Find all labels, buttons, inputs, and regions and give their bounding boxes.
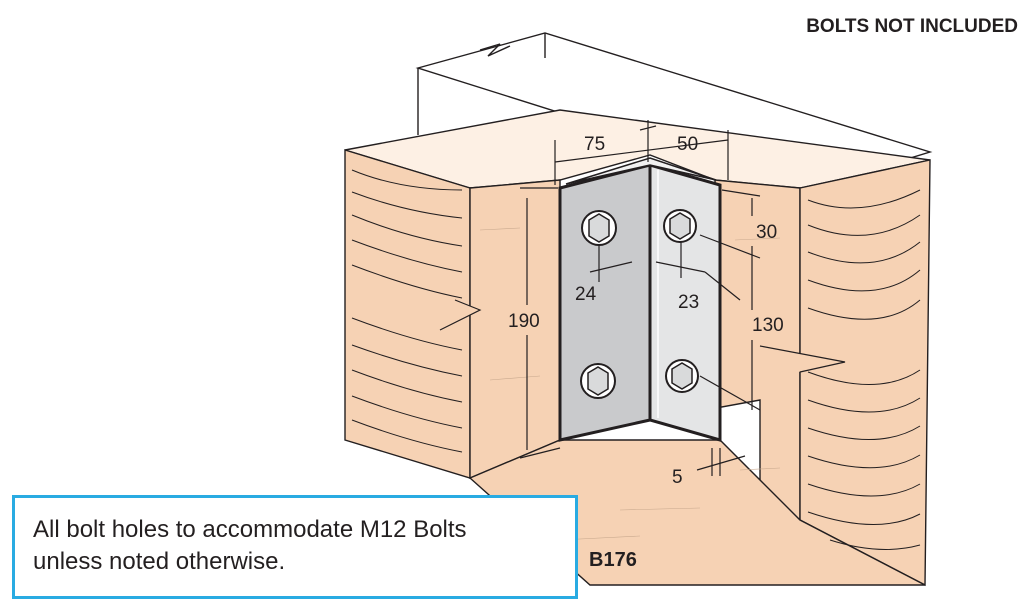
- product-code: B176: [589, 549, 637, 571]
- bolt-head-bottom-left: [580, 363, 616, 399]
- left-grain: [351, 169, 463, 453]
- dim-edge-distance-left: 24: [575, 284, 597, 305]
- timber-right-face: [799, 159, 931, 587]
- bracket-left-leg: [558, 163, 652, 442]
- dim-edge-distance-right: 23: [678, 292, 699, 313]
- dim-top-offset: 30: [756, 222, 777, 243]
- bolt-head-bottom-right: [665, 359, 699, 393]
- note-box: All bolt holes to accommodate M12 Bolts …: [12, 495, 578, 599]
- dimension-lines: [519, 120, 761, 476]
- dim-thickness: 5: [672, 467, 683, 488]
- bolt-head-top-right: [663, 209, 697, 243]
- note-line-2: unless noted otherwise.: [33, 548, 286, 575]
- bolts-notice: BOLTS NOT INCLUDED: [806, 16, 1018, 37]
- right-grain: [807, 189, 921, 550]
- dim-height-total: 190: [508, 311, 540, 332]
- dim-height-bolt-spacing: 130: [752, 315, 784, 336]
- dim-width-left-leg: 75: [584, 134, 605, 155]
- bolt-head-top-left: [581, 210, 617, 246]
- dim-width-right-leg: 50: [677, 134, 698, 155]
- note-line-1: All bolt holes to accommodate M12 Bolts: [33, 516, 467, 543]
